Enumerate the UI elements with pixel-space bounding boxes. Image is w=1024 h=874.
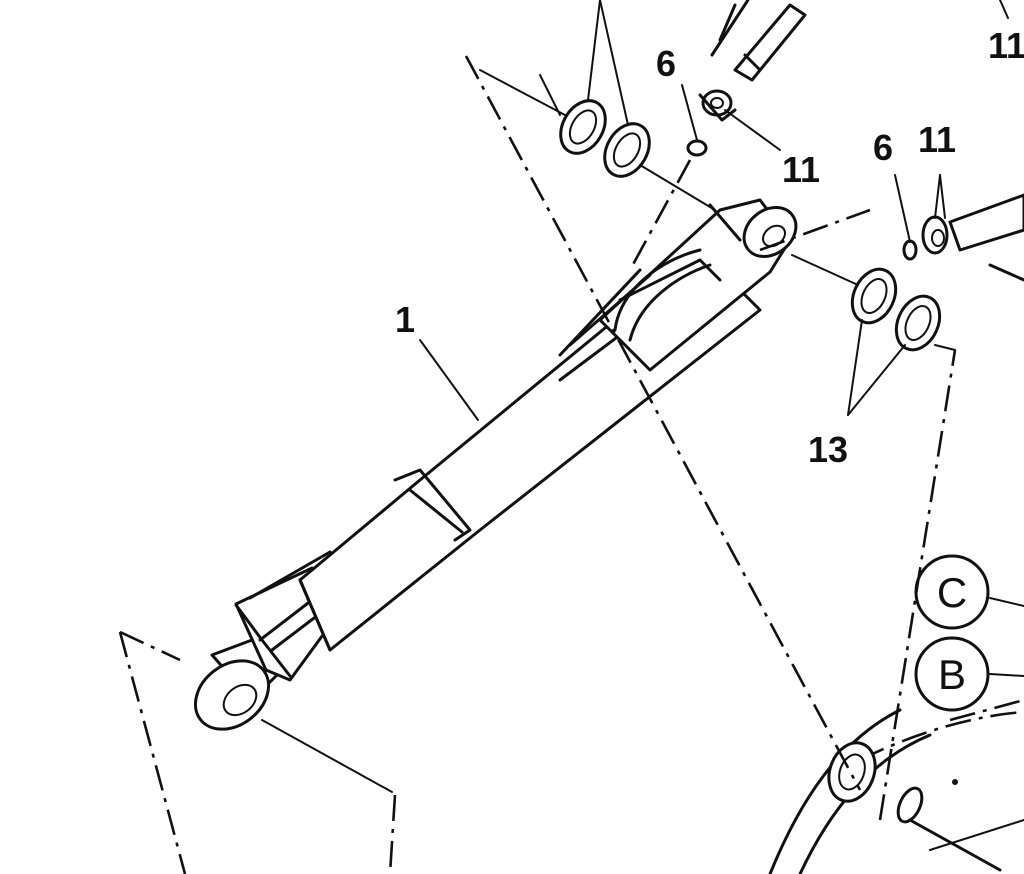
callout-b-label: B <box>938 651 966 698</box>
cylinder-top-eye <box>742 206 798 258</box>
callout-b: B <box>914 636 990 712</box>
part-labels: 1 6 11 6 11 11 13 <box>395 25 1024 470</box>
label-part-6-right: 6 <box>873 127 893 168</box>
o-ring-right <box>902 239 918 261</box>
o-ring-top <box>686 139 708 157</box>
washer-top-right <box>603 122 651 178</box>
hose-fitting-right <box>921 193 1024 282</box>
hydraulic-cylinder <box>193 198 798 731</box>
label-part-13: 13 <box>808 429 848 470</box>
label-part-11-corner: 11 <box>988 25 1024 66</box>
label-part-11-right: 11 <box>918 119 956 160</box>
label-part-11-top: 11 <box>782 149 820 190</box>
washer-13-left <box>850 267 898 325</box>
leader-lines <box>261 0 1024 793</box>
label-part-1: 1 <box>395 299 415 340</box>
mounting-frame <box>768 698 1024 874</box>
hose-fitting-top <box>698 0 807 122</box>
label-part-6-top: 6 <box>656 43 676 84</box>
callout-c: C <box>914 554 990 630</box>
washer-13-right <box>894 294 942 352</box>
washer-top-left <box>559 99 607 155</box>
callout-c-label: C <box>937 569 967 616</box>
